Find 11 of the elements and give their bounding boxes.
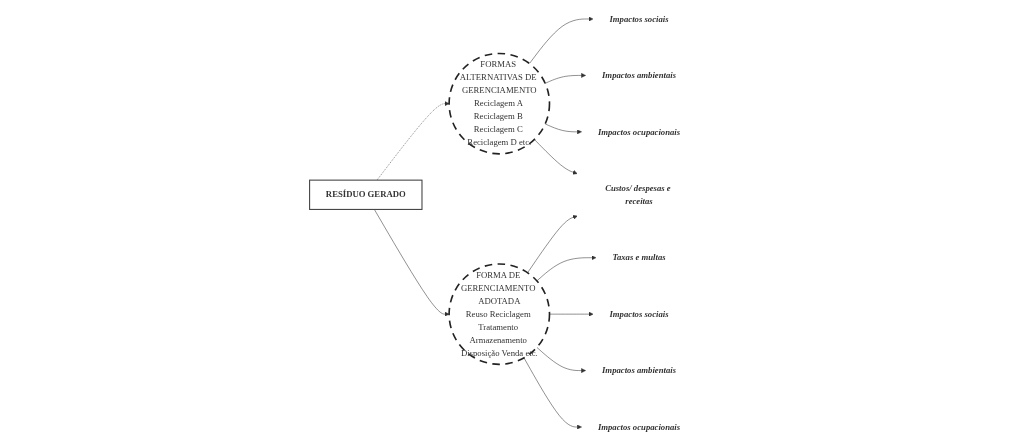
node-text: Impactos ocupacionais — [597, 126, 681, 137]
node-box: RESÍDUO GERADO — [309, 179, 423, 210]
node-text: Impactos sociais — [609, 14, 669, 24]
node-text: Impactos ambientais — [601, 70, 677, 80]
node-text: Taxas e multas — [612, 252, 666, 263]
node-text: Impactos ocupacionais — [597, 422, 681, 432]
node-circle: FORMAS ALTERNATIVAS DE GERENCIAMENTO Reciclagem A Reciclagem B Reciclagem C Reciclagem D etc. — [448, 52, 551, 155]
node-text: Custos/ despesas e receitas — [605, 183, 671, 206]
node-text: Impactos sociais — [609, 309, 669, 319]
node-text: Impactos ambientais — [601, 365, 677, 375]
node-circle: FORMA DE GERENCIAMENTO ADOTADA Reuso Reciclagem Tratamento Armazenamento Disposição Venda etc. — [448, 263, 551, 366]
